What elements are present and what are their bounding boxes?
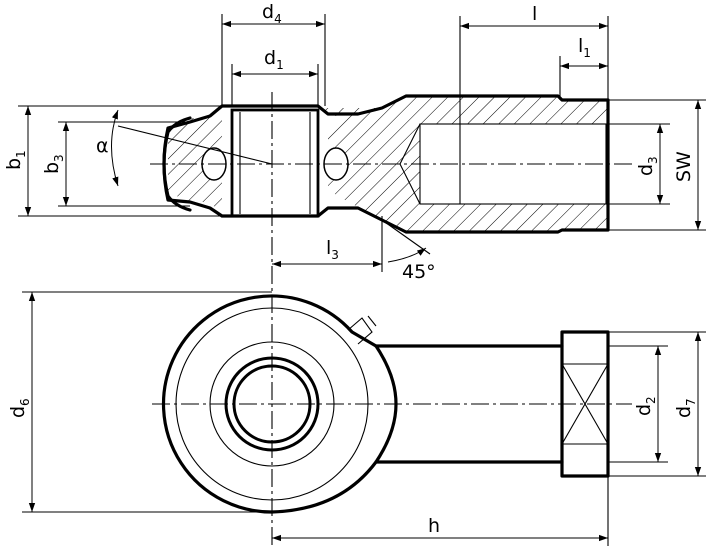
d2-label: d2 <box>633 396 658 416</box>
inner-ring <box>230 108 320 218</box>
section-view <box>162 94 610 234</box>
d6-label: d6 <box>7 398 32 418</box>
angle-45-label: 45° <box>402 261 436 283</box>
l-label: l <box>532 3 537 25</box>
eye-outline <box>161 294 398 514</box>
alpha-arc <box>111 109 119 187</box>
d3-label: d3 <box>635 156 660 176</box>
angle-45-arc <box>387 247 427 263</box>
alpha-label: α <box>96 135 109 157</box>
lubrication-nipple <box>347 317 373 345</box>
hex-cross-2 <box>561 363 609 445</box>
l1-label: l1 <box>578 35 591 60</box>
sw-label: SW <box>673 151 695 182</box>
d1-label: d1 <box>264 47 284 72</box>
b1-label: b1 <box>3 150 28 170</box>
shank-outline <box>374 344 564 464</box>
d7-label: d7 <box>673 398 698 418</box>
head-section-hatch <box>168 110 222 210</box>
nipple-tip <box>367 315 377 327</box>
h-label: h <box>428 515 440 537</box>
b3-label: b3 <box>41 154 66 174</box>
d4-label: d4 <box>262 1 282 26</box>
l3-label: l3 <box>326 237 339 262</box>
alpha-line-1 <box>117 125 273 165</box>
